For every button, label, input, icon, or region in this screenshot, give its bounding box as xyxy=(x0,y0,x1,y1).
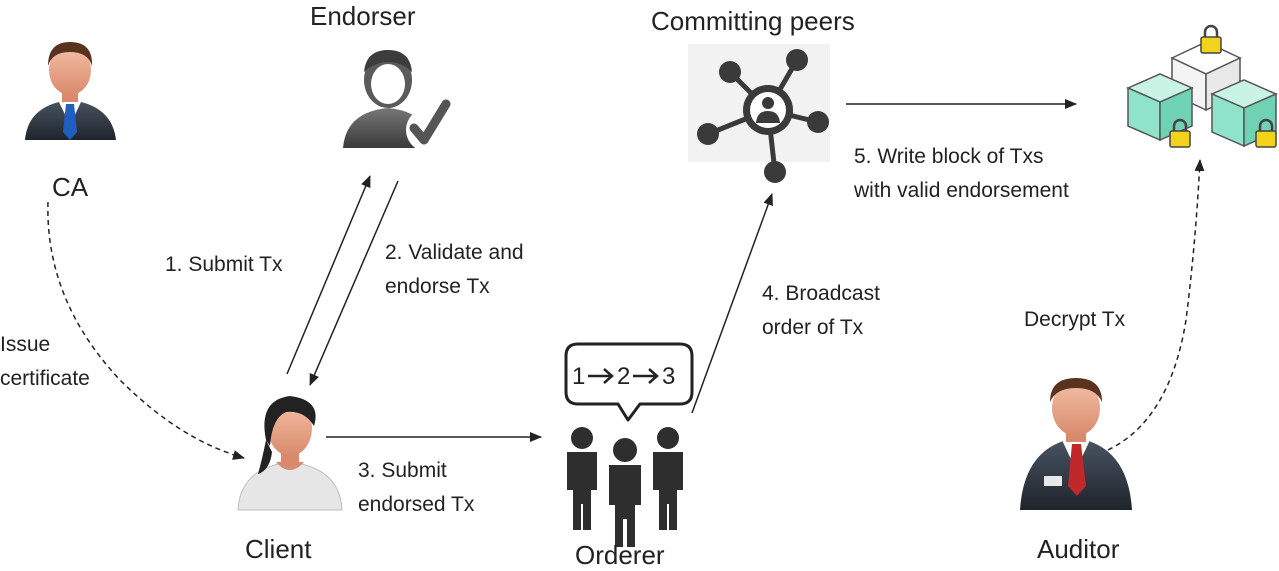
ca-label: CA xyxy=(52,172,89,202)
lock-icon xyxy=(1169,118,1191,148)
ledger-locked-blocks-icon xyxy=(1126,24,1278,148)
order-step: 3 xyxy=(662,363,675,390)
order-speech-bubble-icon xyxy=(564,342,694,422)
endorser-user-check-icon xyxy=(343,50,451,152)
submit-tx-label: 1. Submit Tx xyxy=(165,253,283,276)
endorser-label: Endorser xyxy=(310,1,416,31)
client-label: Client xyxy=(245,534,312,564)
order-sequence: 1 2 3 xyxy=(572,363,675,390)
endorse-tx-arrow xyxy=(309,180,399,386)
orderer-label: Orderer xyxy=(575,540,665,570)
lock-icon xyxy=(1200,24,1222,54)
decrypt-tx-arrow xyxy=(1107,159,1205,451)
order-step: 2 xyxy=(617,363,630,390)
order-sequence-arrows xyxy=(588,368,659,384)
orderer-group-people-icon xyxy=(567,427,683,547)
broadcast-order-arrow xyxy=(691,193,773,414)
submit-tx-arrow xyxy=(286,175,371,375)
arrows xyxy=(47,99,1205,460)
lock-icon xyxy=(1255,118,1277,148)
issue-certificate-arrow xyxy=(47,201,245,460)
decrypt-tx-label: Decrypt Tx xyxy=(1024,308,1126,331)
committing-peers-label: Committing peers xyxy=(651,6,855,36)
ca-businessman-icon xyxy=(25,42,116,140)
client-woman-user-icon xyxy=(237,396,343,511)
auditor-label: Auditor xyxy=(1037,534,1120,564)
committing-peers-network-hub-icon xyxy=(688,44,830,183)
order-step: 1 xyxy=(572,363,585,390)
auditor-businessman-red-tie-icon xyxy=(1020,378,1132,510)
